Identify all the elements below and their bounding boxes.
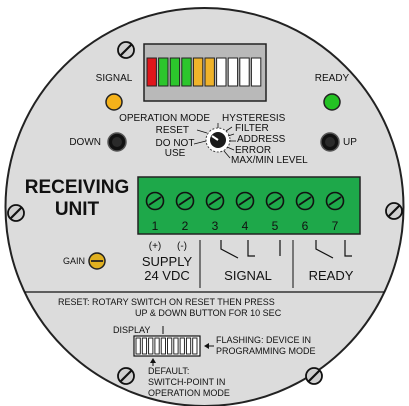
supply-label-line1: SUPPLY: [142, 254, 193, 269]
terminal-number: 7: [332, 219, 339, 233]
supply-minus-label: (-): [177, 241, 187, 252]
terminal-screw-slot: [268, 196, 282, 206]
bargraph-segment: [169, 57, 181, 87]
display-legend-segment: [179, 337, 185, 355]
rotary-do-not-use-line1: DO NOT: [156, 138, 195, 149]
ready-led-label: READY: [315, 73, 350, 84]
rotary-do-not-use-line2: USE: [165, 148, 186, 159]
display-legend-segment: [148, 337, 154, 355]
display-legend-segment: [167, 337, 173, 355]
terminal-number: 5: [272, 219, 279, 233]
default-arrow: [150, 358, 156, 366]
terminal-screw-slot: [148, 196, 162, 206]
display-legend-segment: [141, 337, 148, 355]
supply-plus-label: (+): [149, 241, 162, 252]
rotary-operation-mode: OPERATION MODE: [119, 113, 210, 124]
display-legend-segment: [185, 337, 192, 355]
rotary-max-min-level: MAX/MIN LEVEL: [231, 155, 308, 166]
signal-led-label: SIGNAL: [96, 73, 133, 84]
display-legend-segment: [192, 337, 198, 355]
terminal-screw-slot: [328, 196, 342, 206]
default-note-line2: SWITCH-POINT IN: [148, 377, 225, 387]
ready-relay-contact-symbol: [315, 240, 352, 259]
rotary-address: ADDRESS: [237, 134, 286, 145]
signal-relay-contact-symbol: [220, 240, 281, 259]
terminal-screw-slot: [208, 196, 222, 206]
terminal-screws: 1 2 3 4 5 6 7: [145, 191, 345, 233]
rotary-switch[interactable]: [205, 127, 231, 153]
ready-group-label: READY: [309, 268, 354, 283]
bargraph-segment: [146, 57, 157, 87]
mounting-screw-right: [385, 202, 403, 220]
terminal-number: 1: [152, 219, 159, 233]
display-legend-segment: [160, 337, 166, 355]
bargraph-segment: [239, 57, 250, 87]
mounting-screw-bottom-left: [117, 367, 135, 385]
led-bargraph: [146, 57, 262, 87]
rotary-hysteresis: HYSTERESIS: [222, 113, 286, 124]
terminal-number: 4: [242, 219, 249, 233]
mounting-screw-left: [7, 204, 25, 222]
gain-label: GAIN: [63, 256, 85, 266]
gain-potentiometer[interactable]: [88, 252, 106, 270]
reset-instruction-line2: UP & DOWN BUTTON FOR 10 SEC: [135, 308, 282, 318]
mounting-screw-bottom-right: [305, 367, 323, 385]
display-legend-segment: [135, 337, 141, 355]
rotary-leader-lines: [193, 123, 236, 159]
display-legend-segment: [173, 337, 179, 355]
ready-led: [323, 93, 341, 111]
bargraph-segment: [192, 57, 204, 87]
signal-led: [105, 93, 123, 111]
rotary-error: ERROR: [235, 145, 271, 156]
terminal-number: 3: [212, 219, 219, 233]
bargraph-segment: [158, 57, 169, 87]
terminal-number: 6: [302, 219, 309, 233]
up-button[interactable]: [320, 132, 340, 152]
default-note-line3: OPERATION MODE: [148, 388, 230, 398]
rotary-reset: RESET: [156, 125, 189, 136]
up-button-label: UP: [343, 137, 357, 148]
bargraph-segment: [204, 57, 215, 87]
terminal-screw-slot: [178, 196, 192, 206]
bargraph-segment: [216, 57, 227, 87]
mounting-screw-top: [117, 41, 135, 59]
terminal-screw-slot: [238, 196, 252, 206]
down-button-label: DOWN: [69, 137, 101, 148]
flashing-note-line2: PROGRAMMING MODE: [216, 346, 316, 356]
display-label: DISPLAY: [113, 325, 150, 335]
flashing-arrow: [204, 343, 214, 349]
bargraph-segment: [227, 57, 239, 87]
down-button[interactable]: [107, 132, 127, 152]
signal-group-label: SIGNAL: [224, 268, 272, 283]
display-legend-segment: [154, 337, 160, 355]
default-note-line1: DEFAULT:: [148, 366, 189, 376]
receiving-unit-title-line2: UNIT: [55, 199, 100, 220]
receiving-unit-title-line1: RECEIVING: [25, 177, 130, 198]
bargraph-segment: [250, 57, 262, 87]
supply-label-line2: 24 VDC: [144, 268, 190, 283]
reset-instruction-line1: RESET: ROTARY SWITCH ON RESET THEN PRESS: [58, 297, 275, 307]
flashing-note-line1: FLASHING: DEVICE IN: [216, 335, 311, 345]
terminal-number: 2: [182, 219, 189, 233]
rotary-filter: FILTER: [235, 123, 269, 134]
display-legend-bar: [133, 335, 201, 357]
terminal-screw-slot: [298, 196, 312, 206]
bargraph-segment: [181, 57, 192, 87]
